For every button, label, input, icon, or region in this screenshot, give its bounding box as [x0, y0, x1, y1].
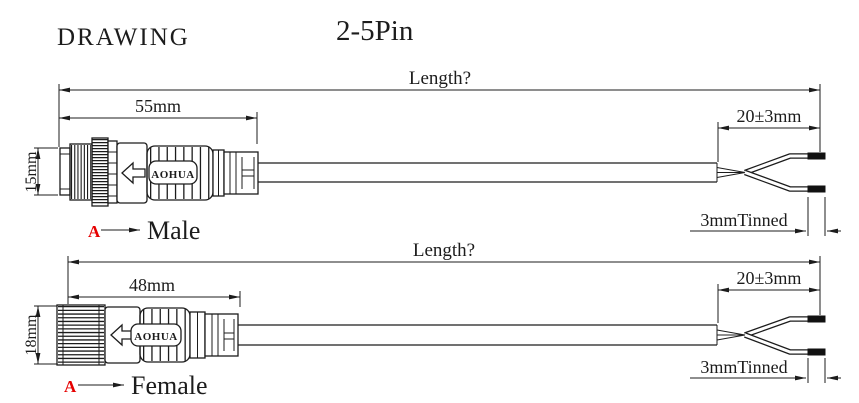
connector-gender-label: Male: [147, 216, 200, 245]
section-marker: A: [64, 377, 77, 396]
connector-gender-label: Female: [131, 371, 208, 400]
strain-relief-slots: [229, 152, 255, 194]
male-overall-length-dimension: Length?: [58, 68, 821, 152]
logo-badge: [148, 160, 198, 185]
connector-length-value: 48mm: [129, 275, 175, 295]
overall-length-value: Length?: [413, 240, 475, 261]
female-connector-length-dimension: 48mm: [68, 275, 241, 307]
tip-chamfer-lines: [60, 153, 70, 190]
female-overall-length-dimension: Length?: [67, 240, 821, 315]
female-diameter-dimension: 18mm: [23, 305, 57, 365]
female-drawing: Length? 48mm 20±3mm 18mm: [23, 240, 841, 400]
wire-top-core: [744, 317, 808, 337]
strain-relief-slots: [211, 314, 235, 356]
male-drawing: Length? 55mm 20±3mm 15mm: [23, 68, 841, 245]
wire-bottom-core: [744, 333, 808, 354]
tinning-value: 3mmTinned: [700, 210, 787, 230]
cap-edge-lines: [62, 305, 100, 365]
connector-length-value: 55mm: [135, 96, 181, 116]
male-strip-length-dimension: 20±3mm: [717, 106, 820, 162]
collar-grooves: [108, 151, 117, 197]
drawing-title: DRAWING: [57, 24, 190, 51]
brand-logo: AOHUA: [151, 169, 194, 181]
female-strip-length-dimension: 20±3mm: [717, 268, 820, 323]
connector-tip: [59, 147, 71, 196]
strain-relief: [223, 151, 259, 195]
section-marker: A: [88, 222, 101, 241]
strip-length-value: 20±3mm: [737, 268, 802, 288]
male-diameter-dimension: 15mm: [23, 147, 58, 196]
connector-diameter-value: 18mm: [23, 314, 40, 355]
male-connector-length-dimension: 55mm: [59, 96, 258, 144]
female-caption: A Female: [64, 371, 208, 400]
tinning-value: 3mmTinned: [700, 357, 787, 377]
brand-logo: AOHUA: [134, 331, 177, 343]
wire-bottom-core: [744, 171, 808, 191]
strain-relief: [204, 313, 239, 357]
tinned-tip-bottom: [807, 348, 826, 356]
tinned-tip-top: [807, 315, 826, 323]
female-connector: AOHUA: [56, 304, 239, 366]
male-cable: [258, 152, 826, 193]
strip-length-value: 20±3mm: [737, 106, 802, 126]
male-connector: AOHUA: [59, 137, 259, 207]
conductor-leads: [716, 329, 746, 341]
tinned-tip-bottom: [807, 185, 826, 193]
logo-badge: [130, 323, 182, 347]
overall-length-value: Length?: [409, 68, 471, 89]
tinned-tip-top: [807, 152, 826, 160]
male-tinned-dimension: 3mmTinned: [690, 197, 841, 236]
conductor-leads: [716, 167, 746, 178]
female-tinned-dimension: 3mmTinned: [690, 357, 841, 383]
connector-diameter-value: 15mm: [23, 151, 40, 192]
male-caption: A Male: [88, 216, 200, 245]
female-cable: [238, 315, 826, 356]
wire-top-core: [744, 154, 808, 174]
collar: [107, 140, 118, 204]
direction-arrow-icon: [121, 161, 146, 185]
part-number: 2-5Pin: [336, 15, 414, 47]
